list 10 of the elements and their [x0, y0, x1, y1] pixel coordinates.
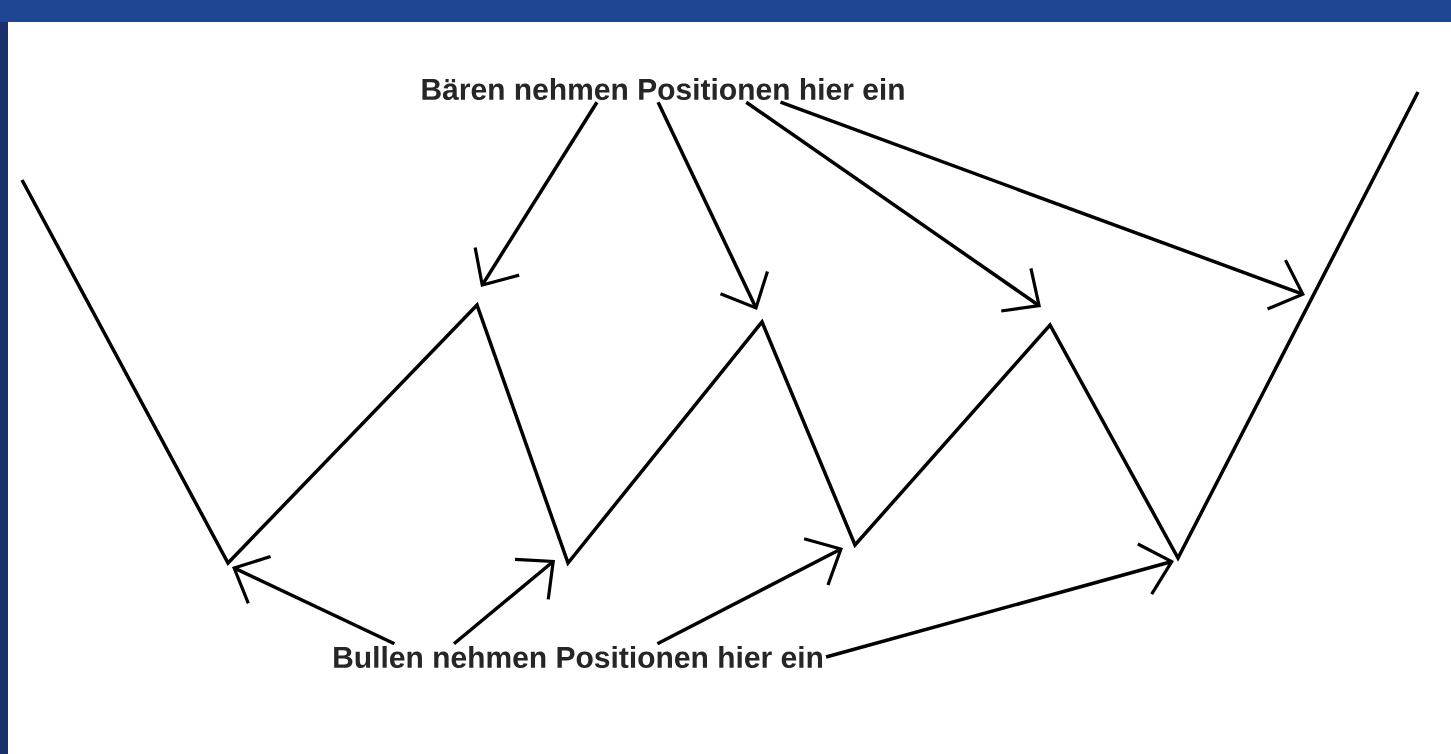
arrow	[825, 542, 1174, 659]
annotation-text: Bullen nehmen Positionen hier ein	[334, 645, 823, 668]
arrow	[745, 100, 1041, 313]
arrow	[232, 554, 396, 646]
arrow	[656, 101, 769, 310]
annotation-text: Bären nehmen Positionen hier ein	[422, 77, 904, 100]
arrow	[656, 537, 843, 646]
arrow	[473, 101, 599, 287]
arrow	[452, 557, 555, 646]
arrow	[779, 100, 1305, 311]
